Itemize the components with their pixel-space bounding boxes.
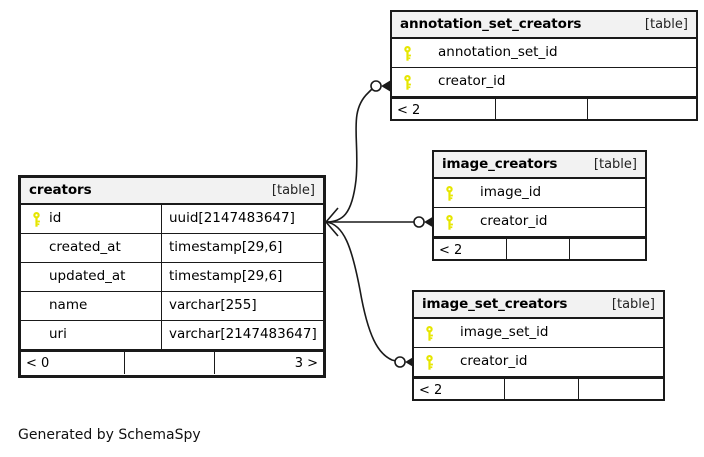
primary-key-icon [398, 74, 416, 90]
table-image-set-creators-footer: < 2 [414, 377, 663, 401]
table-image-creators-header: image_creators [table] [434, 152, 645, 179]
footer-middle [505, 239, 569, 261]
column-type: timestamp[29,6] [161, 234, 323, 262]
column-name: annotation_set_id [438, 44, 558, 61]
table-row[interactable]: id uuid[2147483647] [21, 205, 323, 234]
column-name-cell: updated_at [21, 263, 161, 291]
column-name: name [49, 297, 88, 314]
table-image-creators-title: image_creators [442, 155, 558, 172]
footer-children-count [586, 99, 696, 121]
primary-key-icon [440, 185, 458, 201]
column-type: varchar[2147483647] [161, 321, 323, 349]
endpoint-annotation-set-creators [370, 79, 393, 93]
table-creators-footer: < 0 3 > [21, 350, 323, 374]
table-creators-header: creators [table] [21, 178, 323, 205]
column-name-cell: creator_id [434, 208, 645, 236]
table-row[interactable]: uri varchar[2147483647] [21, 321, 323, 350]
primary-key-icon [420, 325, 438, 341]
table-annotation-set-creators-footer: < 2 [392, 97, 696, 121]
footer-middle [123, 352, 215, 374]
table-row[interactable]: image_id [434, 179, 645, 208]
table-row[interactable]: creator_id [434, 208, 645, 237]
column-name-cell: uri [21, 321, 161, 349]
column-name-cell: creator_id [414, 348, 663, 376]
table-image-creators[interactable]: image_creators [table] image_id creator_… [432, 150, 647, 261]
table-annotation-set-creators-kind: [table] [644, 17, 688, 32]
table-image-set-creators-kind: [table] [611, 297, 655, 312]
column-name-cell: image_id [434, 179, 645, 207]
footer-middle [503, 379, 579, 401]
table-image-creators-kind: [table] [593, 157, 637, 172]
footer-middle [495, 99, 586, 121]
table-image-set-creators-title: image_set_creators [422, 295, 568, 312]
table-annotation-set-creators[interactable]: annotation_set_creators [table] annotati… [390, 10, 698, 121]
table-creators-kind: [table] [271, 183, 315, 198]
footer-parent-count: < 2 [419, 382, 443, 398]
cardinality-one-image-set-creators [325, 221, 339, 237]
table-image-set-creators[interactable]: image_set_creators [table] image_set_id … [412, 290, 665, 401]
footer-parent-count: < 2 [397, 102, 421, 118]
column-name: uri [49, 326, 67, 343]
column-name: updated_at [49, 268, 126, 285]
column-name-cell: name [21, 292, 161, 320]
column-type: uuid[2147483647] [161, 205, 323, 233]
column-name: id [49, 210, 62, 227]
table-creators-title: creators [29, 181, 92, 198]
footer-children-count [578, 379, 663, 401]
cardinality-one-annotation-set-creators [325, 207, 339, 223]
primary-key-icon [398, 45, 416, 61]
table-annotation-set-creators-header: annotation_set_creators [table] [392, 12, 696, 39]
table-row[interactable]: annotation_set_id [392, 39, 696, 68]
column-name-cell: annotation_set_id [392, 39, 696, 67]
footer-children-count: 3 > [214, 352, 323, 374]
table-image-creators-footer: < 2 [434, 237, 645, 261]
relationship-line-image-set-creators [325, 221, 397, 362]
footer-parent-count: < 2 [439, 242, 463, 258]
primary-key-icon [420, 354, 438, 370]
table-annotation-set-creators-title: annotation_set_creators [400, 15, 582, 32]
relationship-line-annotation-set-creators [325, 88, 373, 223]
table-row[interactable]: updated_at timestamp[29,6] [21, 263, 323, 292]
primary-key-icon [27, 211, 45, 227]
table-row[interactable]: name varchar[255] [21, 292, 323, 321]
column-name: creator_id [480, 213, 548, 230]
column-name: created_at [49, 239, 121, 256]
footer-parent-count: < 0 [26, 355, 50, 371]
table-row[interactable]: creator_id [392, 68, 696, 97]
column-name: image_id [480, 184, 542, 201]
column-type: timestamp[29,6] [161, 263, 323, 291]
column-type: varchar[255] [161, 292, 323, 320]
table-creators[interactable]: creators [table] id uuid[2147483647] cre… [18, 175, 326, 378]
column-name-cell: creator_id [392, 68, 696, 96]
generated-by-label: Generated by SchemaSpy [18, 427, 201, 443]
column-name-cell: image_set_id [414, 319, 663, 347]
column-name: creator_id [460, 353, 528, 370]
primary-key-icon [440, 214, 458, 230]
table-row[interactable]: created_at timestamp[29,6] [21, 234, 323, 263]
table-image-set-creators-header: image_set_creators [table] [414, 292, 663, 319]
column-name: creator_id [438, 73, 506, 90]
column-name-cell: created_at [21, 234, 161, 262]
table-row[interactable]: image_set_id [414, 319, 663, 348]
table-row[interactable]: creator_id [414, 348, 663, 377]
column-name: image_set_id [460, 324, 549, 341]
column-name-cell: id [21, 205, 161, 233]
footer-children-count [569, 239, 645, 261]
